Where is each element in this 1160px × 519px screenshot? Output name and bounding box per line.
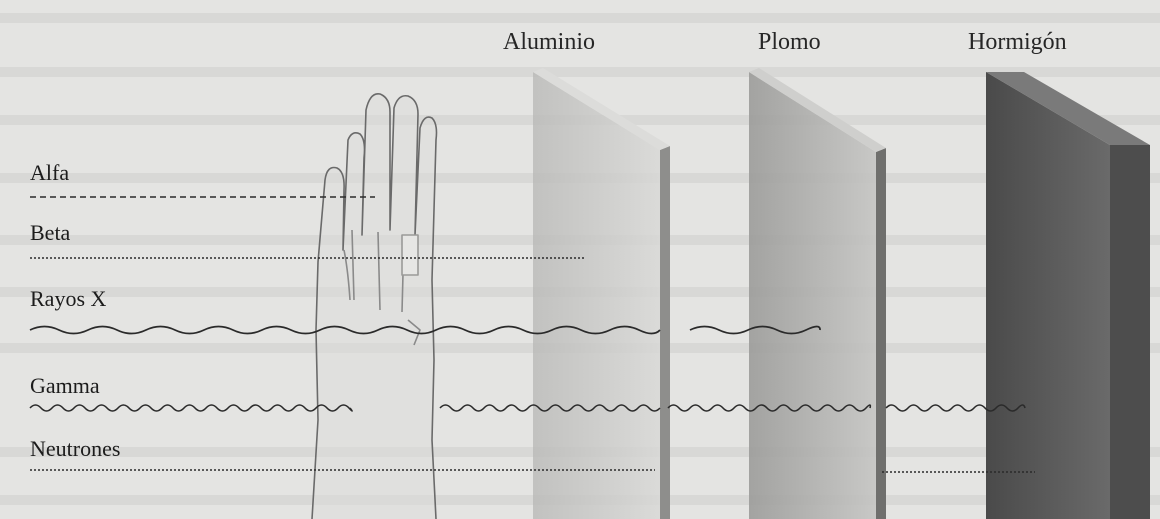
material-label-hormigon: Hormigón [968, 30, 1067, 54]
radiation-label-rayos-x: Rayos X [30, 288, 106, 310]
radiation-label-beta: Beta [30, 222, 70, 244]
radiation-label-gamma: Gamma [30, 375, 100, 397]
material-label-aluminio: Aluminio [503, 30, 595, 54]
material-label-plomo: Plomo [758, 30, 821, 54]
radiation-label-alfa: Alfa [30, 162, 69, 184]
hand-illustration [312, 94, 437, 519]
aluminio-sheet [533, 68, 670, 519]
radiation-label-neutrones: Neutrones [30, 438, 120, 460]
hormigon-block [986, 72, 1150, 519]
plomo-sheet [749, 68, 886, 519]
